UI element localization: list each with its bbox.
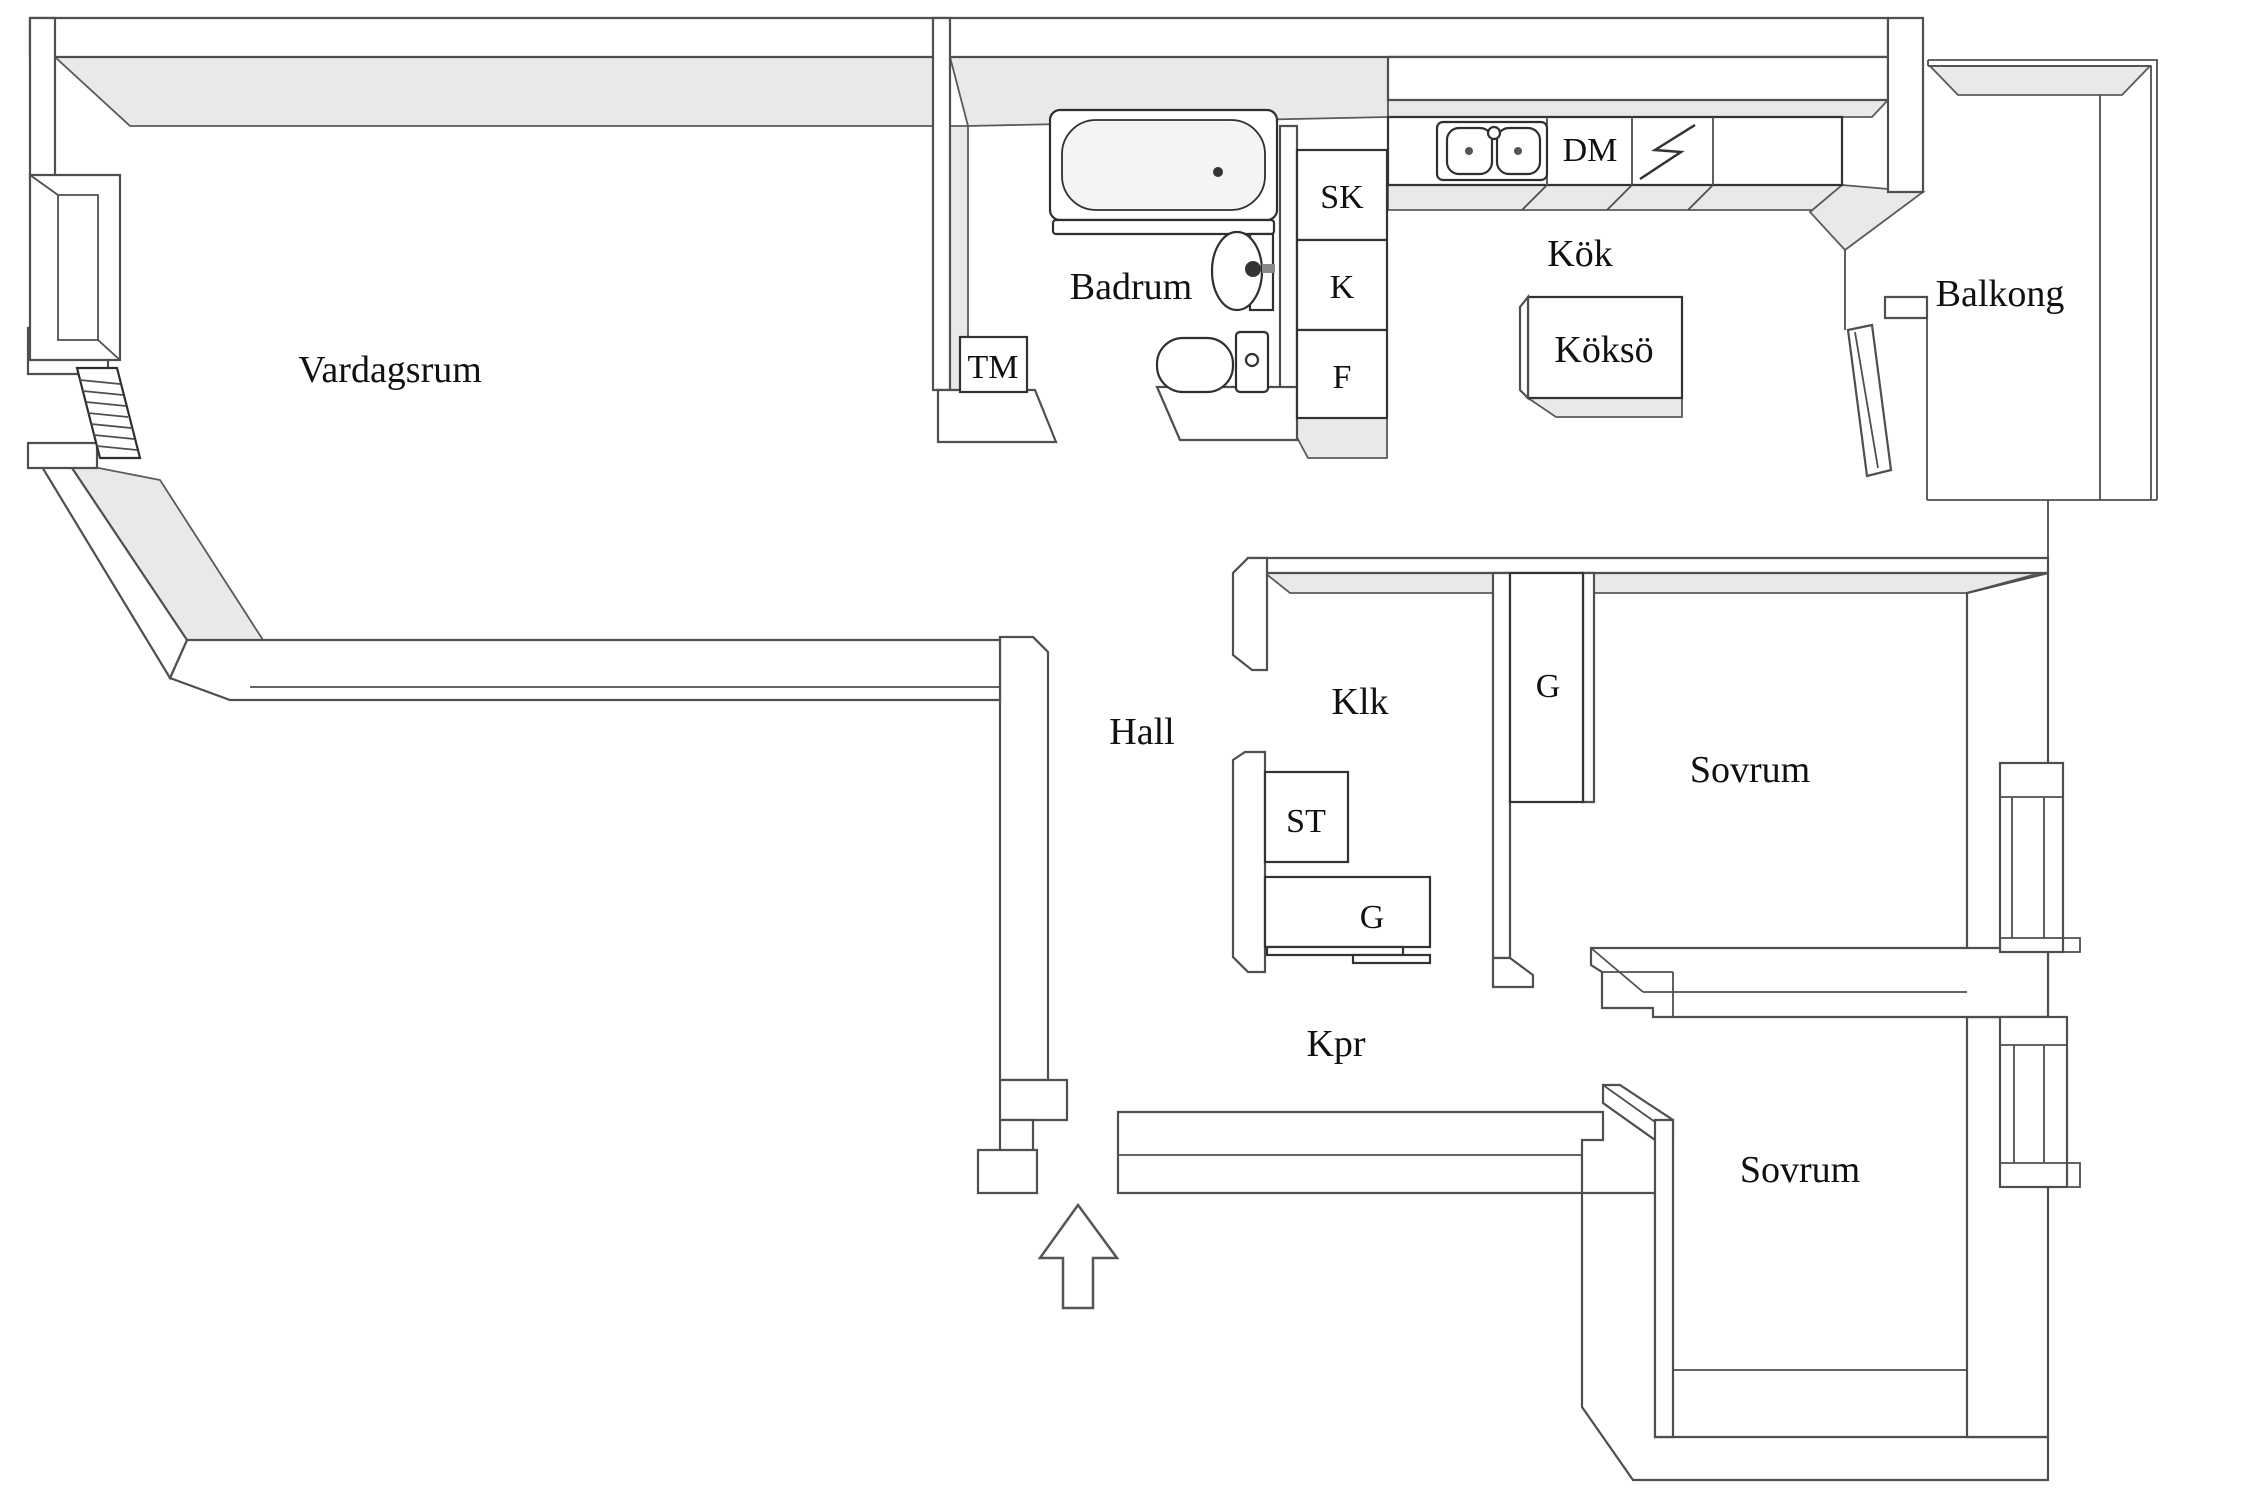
g-lower-wardrobe <box>1263 875 1432 949</box>
room-label-bedroom2: Sovrum <box>1740 1149 1860 1191</box>
sink-faucet <box>1486 125 1502 141</box>
living-room-window <box>28 173 122 362</box>
bedroom1-window <box>1998 761 2081 954</box>
hall-wall-foot-b <box>976 1148 1039 1195</box>
closet-left-wall-lower <box>1231 750 1267 974</box>
bathtub-apron <box>1051 218 1276 236</box>
walls <box>26 16 2050 1482</box>
unit-labels: TM SK K F DM G ST G <box>968 132 1618 936</box>
radiator <box>75 366 142 460</box>
window-glass-lines <box>29 174 121 361</box>
k-cabinet <box>1295 238 1389 332</box>
st-box <box>1263 770 1350 864</box>
label-tm: TM <box>968 349 1019 386</box>
room-labels: Vardagsrum Badrum Kök Köksö Balkong Hall… <box>298 233 2064 1191</box>
toilet <box>1155 330 1270 394</box>
balcony-railing-lines <box>1844 59 2158 558</box>
entry-wall <box>1116 1110 1605 1195</box>
room-label-balcony: Balkong <box>1936 273 2065 315</box>
washbasin <box>1210 230 1275 312</box>
toilet-flush-button <box>1244 352 1260 368</box>
hall-left-wall <box>998 635 1050 1082</box>
closet-wall-end-cap <box>1231 556 1269 672</box>
entry-arrow-icon <box>1037 1202 1120 1310</box>
kitchen-right-wall <box>1886 16 1925 194</box>
mid-wall-band <box>1246 556 2050 575</box>
room-label-living-room: Vardagsrum <box>298 349 482 391</box>
label-g-upper: G <box>1536 668 1561 705</box>
storage-boxes <box>958 148 1585 965</box>
balcony-railing-top-face <box>1927 65 2153 96</box>
window-frame <box>28 173 122 362</box>
room-label-bedroom1: Sovrum <box>1690 749 1810 791</box>
kitchen-island-shadow-face <box>1525 397 1683 418</box>
hall-wall-foot-a <box>998 1078 1069 1122</box>
bathroom-bottom-wall-right <box>1155 385 1299 442</box>
closet-right-wall-foot <box>1491 956 1535 989</box>
bathtub <box>1048 108 1279 236</box>
radiator-fins <box>79 379 138 451</box>
bedroom2-window-lines <box>2000 1044 2081 1188</box>
kitchen-sink <box>1435 120 1549 182</box>
radiator-body <box>75 366 142 460</box>
room-label-walk-in-closet: Klk <box>1332 681 1389 723</box>
washbasin-tap <box>1245 261 1261 277</box>
room-label-kitchen: Kök <box>1547 233 1612 275</box>
balcony-door-leaf <box>1846 323 1893 478</box>
label-k: K <box>1330 269 1355 306</box>
bedroom2-window <box>1998 1015 2081 1189</box>
room-label-hall: Hall <box>1109 711 1174 753</box>
room-label-kitchen-island: Köksö <box>1554 329 1653 371</box>
bedroom1-window-frame <box>1998 761 2065 954</box>
mid-wall-face <box>1262 572 2041 594</box>
kitchen-island <box>1518 293 1684 401</box>
bathroom-partition-wall <box>931 16 952 392</box>
label-dm: DM <box>1563 132 1618 169</box>
balcony-door-frame <box>1883 295 1929 320</box>
top-wall-band <box>28 16 1890 59</box>
diagonal-corner-slab <box>26 441 99 470</box>
f-cabinet <box>1295 328 1389 420</box>
balcony-railing <box>1844 59 2158 558</box>
top-wall-face-kitchen <box>1387 99 1891 118</box>
kitchen-counter-front-face <box>1387 184 1845 211</box>
bathroom-bottom-wall-left <box>936 388 1058 444</box>
cabinet-column-base-face <box>1283 414 1388 459</box>
washing-machine-box <box>958 335 1029 394</box>
room-label-bathroom: Badrum <box>1070 266 1192 308</box>
label-f: F <box>1333 359 1352 396</box>
bedroom2-window-frame <box>1998 1015 2069 1189</box>
room-label-corridor: Kpr <box>1306 1023 1365 1065</box>
bedroom1-left-wall <box>1581 571 1596 804</box>
living-room-south-wall <box>168 638 1002 702</box>
label-st: ST <box>1286 803 1326 840</box>
g-lower-lip-a <box>1265 945 1405 957</box>
stove-icon <box>1639 123 1696 181</box>
sink-drain-right <box>1514 147 1522 155</box>
washbasin-tap-base <box>1262 264 1275 273</box>
bedroom2-left-wall-band <box>1653 1118 1675 1439</box>
sink-drain-left <box>1465 147 1473 155</box>
top-wall-face-living-room <box>52 56 934 127</box>
bathtub-basin <box>1061 119 1266 211</box>
g-upper-wardrobe <box>1508 571 1585 804</box>
kitchen-top-wall-band <box>1386 55 1890 102</box>
bedroom1-window-lines <box>2000 796 2081 953</box>
g-lower-lip-b <box>1351 953 1432 965</box>
toilet-bowl <box>1155 336 1235 394</box>
closet-right-wall <box>1491 571 1512 960</box>
wall-detail-lines <box>250 331 1967 1371</box>
left-wall-band <box>28 16 57 180</box>
island-bevel <box>1518 293 1530 401</box>
bedroom1-bottom-wall <box>1589 946 2050 1019</box>
label-g-lower: G <box>1360 899 1385 936</box>
bathtub-drain <box>1213 167 1223 177</box>
label-sk: SK <box>1320 179 1364 216</box>
bathroom-right-wall <box>1278 124 1299 419</box>
